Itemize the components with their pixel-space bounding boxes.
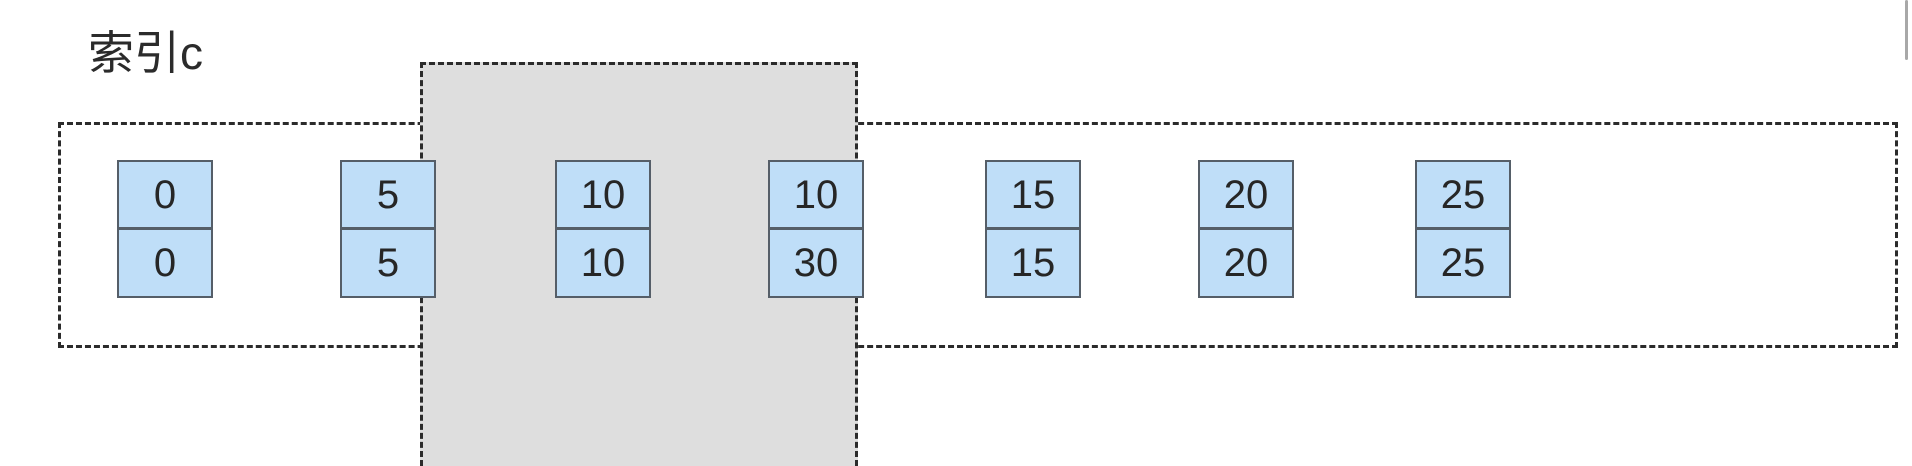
vertical-scrollbar[interactable]	[1898, 0, 1912, 62]
node-1-bottom-slot: 5	[340, 229, 436, 298]
node-6[interactable]: 25 25	[1415, 160, 1511, 298]
array-container	[58, 122, 1898, 348]
node-0-top-slot: 0	[117, 160, 213, 229]
node-2[interactable]: 10 10	[555, 160, 651, 298]
node-6-top-slot: 25	[1415, 160, 1511, 229]
node-5-bottom-slot: 20	[1198, 229, 1294, 298]
node-4-bottom-slot: 15	[985, 229, 1081, 298]
node-1[interactable]: 5 5	[340, 160, 436, 298]
node-3[interactable]: 10 30	[768, 160, 864, 298]
scrollbar-thumb[interactable]	[1905, 0, 1908, 60]
node-0-bottom-slot: 0	[117, 229, 213, 298]
page-title: 索引c	[88, 27, 203, 79]
node-4[interactable]: 15 15	[985, 160, 1081, 298]
node-2-top-slot: 10	[555, 160, 651, 229]
node-6-bottom-slot: 25	[1415, 229, 1511, 298]
node-3-bottom-slot: 30	[768, 229, 864, 298]
node-3-top-slot: 10	[768, 160, 864, 229]
node-2-bottom-slot: 10	[555, 229, 651, 298]
node-0[interactable]: 0 0	[117, 160, 213, 298]
node-5[interactable]: 20 20	[1198, 160, 1294, 298]
node-5-top-slot: 20	[1198, 160, 1294, 229]
node-1-top-slot: 5	[340, 160, 436, 229]
node-4-top-slot: 15	[985, 160, 1081, 229]
